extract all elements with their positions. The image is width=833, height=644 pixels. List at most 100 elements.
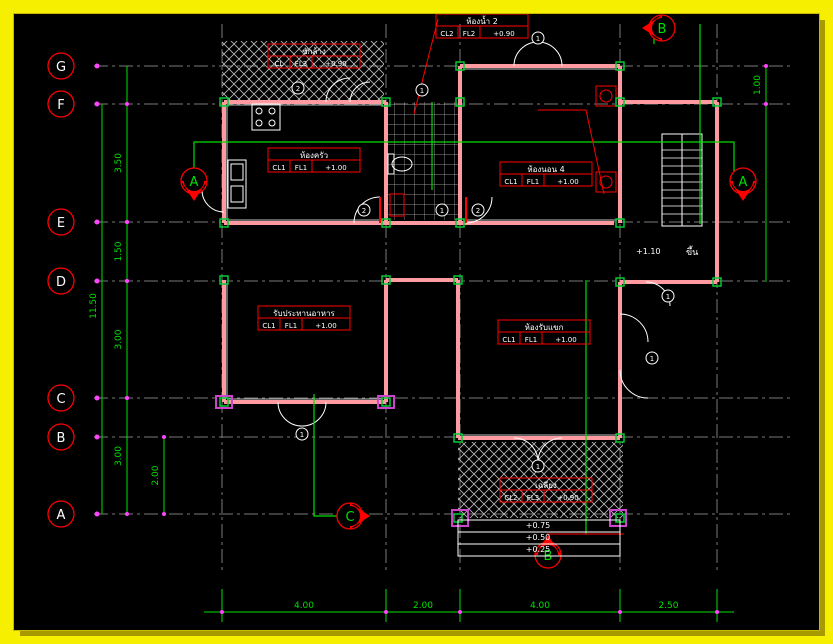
- door-tag-label: 1: [420, 87, 424, 95]
- room-floor-code: FL3: [527, 494, 539, 502]
- door-tag: [291, 81, 305, 95]
- step-levels: +0.75 +0.50 +0.25: [457, 519, 621, 557]
- room-floor-code: FL1: [525, 336, 537, 344]
- horizontal-dimension-label: 4.00: [294, 601, 314, 611]
- grid-node: [94, 434, 100, 440]
- door-tag-label: 2: [296, 85, 300, 93]
- vertical-dimension-label: 3.00: [114, 446, 124, 466]
- grid-bubble-label: D: [56, 275, 66, 290]
- room-ceiling-code: CL1: [504, 178, 517, 186]
- section-marker: A: [729, 167, 757, 201]
- room-floor-code: FL3: [295, 60, 307, 68]
- vertical-dimension-label: 2.00: [151, 465, 161, 485]
- room-ceiling-code: CL: [275, 60, 284, 68]
- section-marker-label: A: [190, 175, 199, 190]
- walls: [222, 64, 719, 440]
- grid-bubbles: G F E D C B A: [47, 52, 100, 528]
- grid-bubble-label: G: [56, 60, 66, 75]
- stair-up-label: ขึ้น: [686, 245, 698, 258]
- room-level: +1.00: [325, 164, 346, 172]
- section-marker: C: [336, 502, 370, 530]
- room-name: ห้องครัว: [300, 151, 328, 160]
- room-level: +0.90: [493, 30, 514, 38]
- room-floor-code: FL1: [285, 322, 297, 330]
- grid-bubble: [47, 384, 75, 412]
- room-name: เฉลียง: [535, 481, 557, 490]
- grid-node: [94, 395, 100, 401]
- door-tag-label: 1: [536, 463, 540, 471]
- stair: [661, 133, 703, 227]
- grid-bubble: [47, 52, 75, 80]
- grid-node: [94, 278, 100, 284]
- bathroom-tiles: [388, 102, 458, 220]
- room-floor-code: FL1: [527, 178, 539, 186]
- door-tag: [645, 351, 659, 365]
- door-tag-label: 1: [536, 35, 540, 43]
- room-ceiling-code: CL1: [502, 336, 515, 344]
- grid-bubble: [47, 267, 75, 295]
- grid-node: [94, 63, 100, 69]
- room-ceiling-code: CL2: [440, 30, 453, 38]
- vertical-dimension-label: 1.00: [753, 75, 763, 95]
- room-floor-code: FL1: [295, 164, 307, 172]
- grid-bubble: [47, 90, 75, 118]
- room-tag: เฉลียง CL2 FL3 +0.90: [499, 477, 593, 503]
- structural-columns: [215, 61, 722, 527]
- stair-level: +1.10: [636, 247, 661, 256]
- door-tag: [531, 31, 545, 45]
- grid-node: [94, 101, 100, 107]
- step-level-label: +0.25: [526, 545, 551, 554]
- room-ceiling-code: CL2: [504, 494, 517, 502]
- vertical-dimension-label: 3.00: [114, 329, 124, 349]
- vertical-dimension-label: 3.50: [114, 153, 124, 173]
- horizontal-dimension-label: 4.00: [530, 601, 550, 611]
- door-tag-label: 1: [666, 293, 670, 301]
- room-name: รับประทานอาหาร: [273, 309, 335, 318]
- door-tag: [471, 203, 485, 217]
- door-tag-label: 2: [476, 207, 480, 215]
- leader-lines: [413, 18, 624, 535]
- grid-bubble-label: A: [57, 508, 66, 523]
- room-name: ห้องน้ำ 2: [466, 15, 498, 26]
- door-tag-label: 2: [362, 207, 366, 215]
- section-marker-label: B: [658, 22, 667, 37]
- door-tag: [357, 203, 371, 217]
- step-level-label: +0.75: [526, 521, 551, 530]
- grid-bubble-label: F: [57, 98, 64, 113]
- section-marker: A: [180, 167, 208, 201]
- grid-node: [94, 511, 100, 517]
- room-name: ห้องนอน 4: [527, 165, 564, 174]
- terrace-hatch: [458, 442, 623, 518]
- step-level-label: +0.50: [526, 533, 551, 542]
- door-tag: [295, 427, 309, 441]
- room-level: +1.00: [555, 336, 576, 344]
- grid-bubble-label: E: [57, 216, 65, 231]
- bedroom-fixtures: [595, 85, 617, 193]
- room-level: +0.90: [557, 494, 578, 502]
- horizontal-dimension-label: 2.00: [413, 601, 433, 611]
- grid-node: [94, 219, 100, 225]
- door-tag: [531, 459, 545, 473]
- toilet: [387, 153, 413, 217]
- section-marker-label: A: [739, 175, 748, 190]
- door-tag: [661, 289, 675, 303]
- door-tag: [415, 83, 429, 97]
- grid-bubble: [47, 208, 75, 236]
- grid-bubble-label: C: [56, 392, 65, 407]
- grid-bubble: [47, 500, 75, 528]
- laundry-hatch: [222, 41, 384, 103]
- room-name: ซักล้าง: [302, 47, 326, 56]
- grid-bubble-label: B: [57, 431, 66, 446]
- section-lines: [193, 24, 735, 534]
